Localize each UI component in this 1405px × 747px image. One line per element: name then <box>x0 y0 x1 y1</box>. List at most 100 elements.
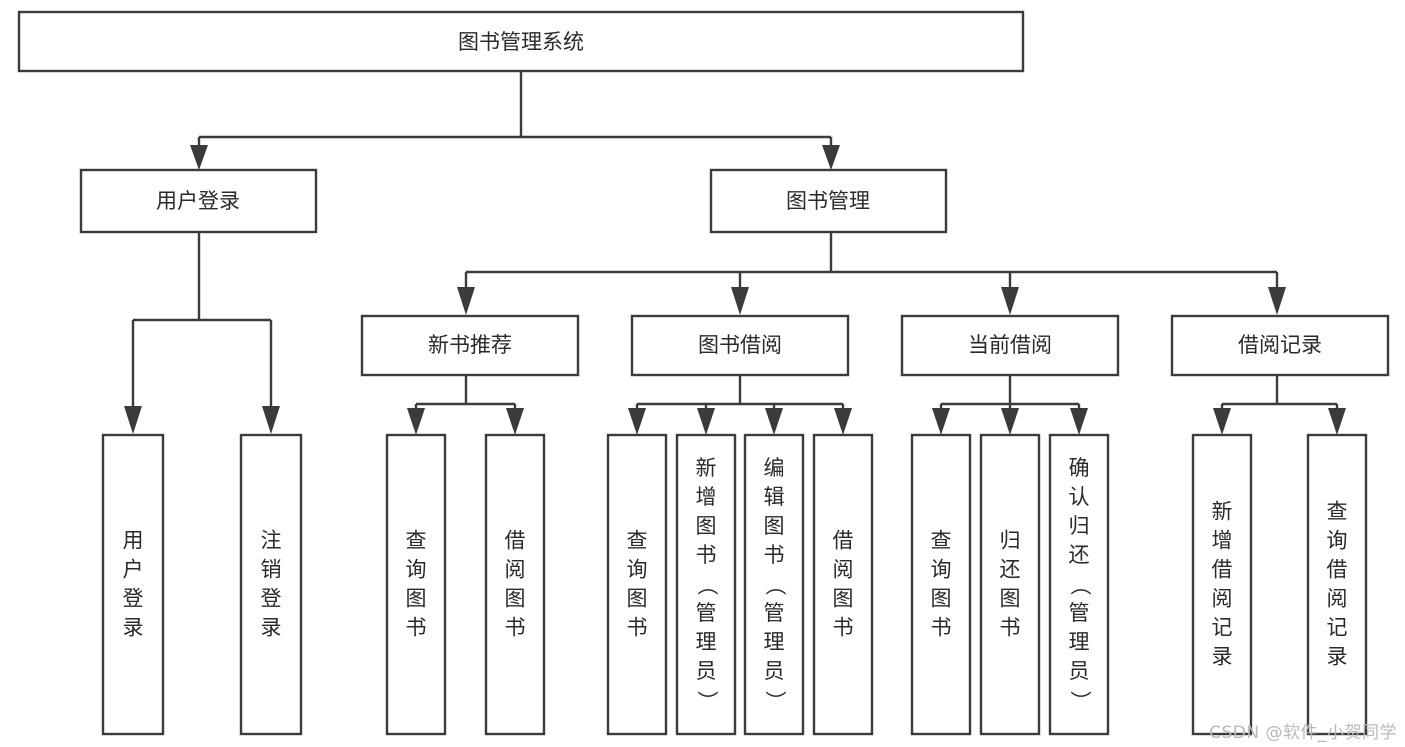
vertical-char: 询 <box>931 558 952 582</box>
vertical-char: 书 <box>833 616 854 640</box>
vertical-char: 借 <box>833 529 854 553</box>
node-leaf-return-book-box[interactable] <box>979 433 1041 736</box>
node-root-box[interactable] <box>17 10 1025 73</box>
node-leaf-borrow-book-1-box[interactable] <box>484 433 546 736</box>
node-new-book-recommend-box[interactable] <box>360 314 580 377</box>
node-leaf-user-login-box[interactable] <box>101 433 165 736</box>
vertical-char: 管 <box>1069 601 1090 625</box>
node-leaf-query-book-3-box[interactable] <box>910 433 972 736</box>
vertical-char: 归 <box>1069 514 1090 538</box>
vertical-char: 登 <box>261 587 282 611</box>
arrow-head-leaf-add-book <box>697 408 715 435</box>
vertical-char: 理 <box>764 630 785 654</box>
vertical-char: 图 <box>505 587 526 611</box>
vertical-char: 图 <box>1000 587 1021 611</box>
node-user-login-box[interactable] <box>79 168 318 234</box>
vertical-char: 图 <box>764 514 785 538</box>
vertical-char: 阅 <box>1327 587 1348 611</box>
arrow-head-leaf-borrow-book-1 <box>506 408 524 435</box>
vertical-char: 图 <box>627 587 648 611</box>
node-leaf-query-book-1-box[interactable] <box>385 433 447 736</box>
vertical-char: 编 <box>764 456 785 480</box>
node-current-borrow[interactable]: 当前借阅 <box>900 314 1120 377</box>
vertical-char: 图 <box>406 587 427 611</box>
node-current-borrow-label: 当前借阅 <box>968 333 1052 357</box>
node-book-borrow[interactable]: 图书借阅 <box>630 314 850 377</box>
vertical-char: （ <box>1068 575 1092 596</box>
node-leaf-confirm-return-box[interactable] <box>1048 433 1110 736</box>
node-book-borrow-label: 图书借阅 <box>698 333 782 357</box>
vertical-char: 书 <box>505 616 526 640</box>
arrow-head-leaf-borrow-book-2 <box>834 408 852 435</box>
vertical-char: 书 <box>696 543 717 567</box>
node-leaf-user-login[interactable]: 用户登录 <box>101 433 165 736</box>
node-new-book-recommend[interactable]: 新书推荐 <box>360 314 580 377</box>
node-borrow-record[interactable]: 借阅记录 <box>1170 314 1390 377</box>
vertical-char: 查 <box>406 529 427 553</box>
connector-layer <box>124 71 1346 435</box>
node-leaf-add-book-box[interactable] <box>675 433 737 736</box>
node-leaf-query-record-box[interactable] <box>1306 433 1368 736</box>
vertical-char: 录 <box>123 616 144 640</box>
vertical-char: ） <box>695 691 719 712</box>
vertical-char: 注 <box>261 529 282 553</box>
vertical-char: 记 <box>1212 616 1233 640</box>
node-leaf-edit-book-box[interactable] <box>743 433 805 736</box>
vertical-char: 书 <box>764 543 785 567</box>
vertical-char: 询 <box>627 558 648 582</box>
arrow-head-user-login <box>190 145 208 170</box>
node-leaf-borrow-book-2-box[interactable] <box>812 433 874 736</box>
vertical-char: （ <box>763 575 787 596</box>
node-current-borrow-box[interactable] <box>900 314 1120 377</box>
node-book-manage[interactable]: 图书管理 <box>709 168 948 234</box>
node-root-label: 图书管理系统 <box>458 30 584 54</box>
node-root[interactable]: 图书管理系统 <box>17 10 1025 73</box>
node-book-manage-label: 图书管理 <box>786 189 870 213</box>
vertical-char: 确 <box>1069 456 1090 480</box>
vertical-char: 员 <box>764 659 785 683</box>
vertical-char: 图 <box>833 587 854 611</box>
node-book-borrow-box[interactable] <box>630 314 850 377</box>
vertical-char: 录 <box>1212 645 1233 669</box>
vertical-char: 图 <box>931 587 952 611</box>
node-user-login[interactable]: 用户登录 <box>79 168 318 234</box>
vertical-char: 阅 <box>833 558 854 582</box>
node-borrow-record-box[interactable] <box>1170 314 1390 377</box>
vertical-char: 还 <box>1069 543 1090 567</box>
vertical-char: 借 <box>1212 558 1233 582</box>
vertical-char: 阅 <box>1212 587 1233 611</box>
node-leaf-query-book-2-box[interactable] <box>606 433 668 736</box>
vertical-char: （ <box>695 575 719 596</box>
node-leaf-user-login-label: 用户登录 <box>123 529 144 640</box>
arrow-head-new-book-recommend <box>457 287 475 315</box>
vertical-char: 新 <box>1212 500 1233 524</box>
vertical-char: ） <box>763 691 787 712</box>
node-leaf-logout-box[interactable] <box>239 433 303 736</box>
vertical-char: 归 <box>1000 529 1021 553</box>
vertical-char: 理 <box>696 630 717 654</box>
vertical-char: 认 <box>1069 485 1090 509</box>
node-book-manage-box[interactable] <box>709 168 948 234</box>
node-leaf-add-record-box[interactable] <box>1191 433 1253 736</box>
